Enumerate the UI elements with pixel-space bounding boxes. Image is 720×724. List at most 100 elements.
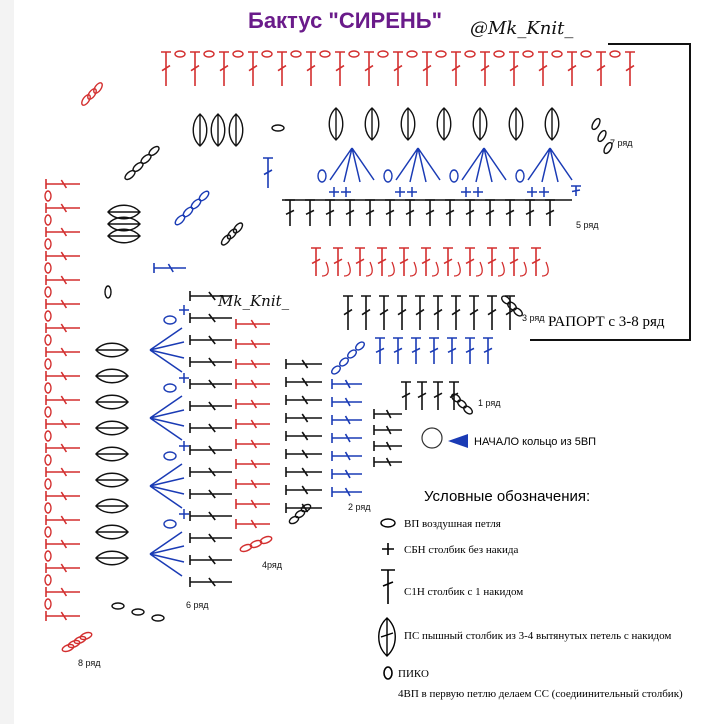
chain-stitch bbox=[449, 169, 459, 183]
double-crochet-stitch bbox=[45, 371, 80, 381]
double-crochet-stitch bbox=[364, 51, 374, 86]
chain-stitch bbox=[232, 222, 244, 234]
double-crochet-stitch bbox=[331, 469, 362, 479]
puff-stitch bbox=[544, 107, 560, 141]
single-crochet bbox=[179, 441, 189, 451]
double-crochet-stitch bbox=[45, 539, 80, 549]
double-crochet-stitch bbox=[45, 419, 80, 429]
double-crochet-stitch bbox=[189, 335, 232, 345]
red-hook bbox=[321, 261, 329, 277]
chain-stitch bbox=[377, 50, 389, 58]
double-crochet-stitch bbox=[373, 441, 402, 451]
page-title: Бактус "СИРЕНЬ" bbox=[248, 8, 443, 33]
chain-stitch bbox=[591, 117, 601, 131]
double-crochet-stitch bbox=[465, 337, 475, 364]
double-crochet-stitch bbox=[373, 425, 402, 435]
double-crochet-stitch bbox=[335, 51, 345, 86]
legend-item-dc: С1Н столбик с 1 накидом bbox=[404, 586, 524, 598]
blue-fan bbox=[149, 463, 185, 509]
double-crochet-stitch bbox=[393, 51, 403, 86]
author-signature: @Mk_Knit_ bbox=[470, 18, 574, 39]
single-crochet bbox=[179, 509, 189, 519]
double-crochet-stitch bbox=[509, 51, 519, 86]
double-crochet-stitch bbox=[219, 51, 229, 86]
chain-stitch bbox=[163, 519, 177, 529]
double-crochet-stitch bbox=[487, 295, 497, 330]
chain-oval-icon bbox=[380, 518, 396, 528]
double-crochet-stitch bbox=[235, 359, 270, 369]
double-crochet-stitch bbox=[365, 199, 375, 226]
puff-stitch bbox=[95, 524, 129, 540]
puff-stitch bbox=[95, 342, 129, 358]
red-hook bbox=[365, 261, 373, 277]
chain-stitch bbox=[44, 382, 52, 394]
chain-stitch bbox=[190, 198, 202, 210]
legend-title: Условные обозначения: bbox=[424, 488, 591, 505]
double-crochet-stitch bbox=[596, 51, 606, 86]
double-crochet-stitch bbox=[235, 439, 270, 449]
chain-stitch bbox=[603, 141, 613, 155]
single-crochet bbox=[461, 187, 471, 197]
double-crochet-stitch bbox=[567, 51, 577, 86]
double-crochet-stitch bbox=[505, 199, 515, 226]
row-label-7: 7 ряд bbox=[610, 138, 633, 148]
double-crochet-stitch bbox=[331, 415, 362, 425]
single-crochet bbox=[473, 187, 483, 197]
chain-stitch bbox=[87, 88, 97, 100]
chain-stitch bbox=[163, 315, 177, 325]
double-crochet-stitch bbox=[469, 295, 479, 330]
chain-stitch bbox=[174, 50, 186, 58]
puff-stitch bbox=[107, 204, 141, 220]
double-crochet-stitch bbox=[235, 379, 270, 389]
single-crochet-cross-icon bbox=[382, 543, 394, 555]
chain-stitch bbox=[507, 301, 517, 311]
puff-stitch bbox=[400, 107, 416, 141]
puff-stitch bbox=[95, 446, 129, 462]
double-crochet-stitch bbox=[235, 519, 270, 529]
legend-item-picot-note: 4ВП в первую петлю делаем СС (соедиините… bbox=[398, 688, 683, 700]
double-crochet-stitch bbox=[235, 399, 270, 409]
single-crochet bbox=[179, 373, 189, 383]
double-crochet-stitch bbox=[422, 51, 432, 86]
double-crochet-stitch bbox=[343, 295, 353, 330]
double-crochet-stitch bbox=[189, 533, 232, 543]
double-crochet-stitch bbox=[393, 337, 403, 364]
double-crochet-stitch bbox=[509, 247, 519, 276]
double-crochet-stitch bbox=[189, 555, 232, 565]
double-crochet-stitch bbox=[433, 295, 443, 330]
single-crochet bbox=[407, 187, 417, 197]
double-crochet-stitch bbox=[235, 499, 270, 509]
double-crochet-stitch bbox=[248, 51, 258, 86]
chain-stitch bbox=[515, 169, 525, 183]
chain-stitch bbox=[124, 169, 136, 181]
double-crochet-stitch bbox=[189, 313, 232, 323]
chain-stitch bbox=[232, 50, 244, 58]
chain-stitch bbox=[44, 430, 52, 442]
blue-fan bbox=[149, 327, 185, 373]
chain-stitch bbox=[182, 206, 194, 218]
double-crochet-stitch bbox=[45, 251, 80, 261]
single-crochet bbox=[179, 305, 189, 315]
double-crochet-stitch bbox=[45, 611, 80, 621]
red-hook bbox=[475, 261, 483, 277]
double-crochet-stitch bbox=[361, 295, 371, 330]
chain-stitch bbox=[339, 357, 349, 367]
row-label-4: 4ряд bbox=[262, 560, 283, 570]
chain-stitch bbox=[597, 129, 607, 143]
puff-stitch bbox=[210, 113, 226, 147]
double-crochet-stitch bbox=[45, 227, 80, 237]
row-label-8: 8 ряд bbox=[78, 658, 101, 668]
double-crochet-stitch bbox=[285, 449, 322, 459]
double-crochet-stitch bbox=[189, 489, 232, 499]
red-hook bbox=[387, 261, 395, 277]
chain-stitch bbox=[104, 285, 112, 299]
chain-stitch bbox=[294, 509, 306, 519]
double-crochet-stitch bbox=[189, 511, 232, 521]
double-crochet-stitch bbox=[373, 457, 402, 467]
blue-fan bbox=[149, 531, 185, 577]
red-hook bbox=[453, 261, 461, 277]
double-crochet-stitch bbox=[161, 51, 171, 86]
row-label-5: 5 ряд bbox=[576, 220, 599, 230]
double-crochet-stitch bbox=[331, 487, 362, 497]
puff-stitch bbox=[107, 228, 141, 244]
